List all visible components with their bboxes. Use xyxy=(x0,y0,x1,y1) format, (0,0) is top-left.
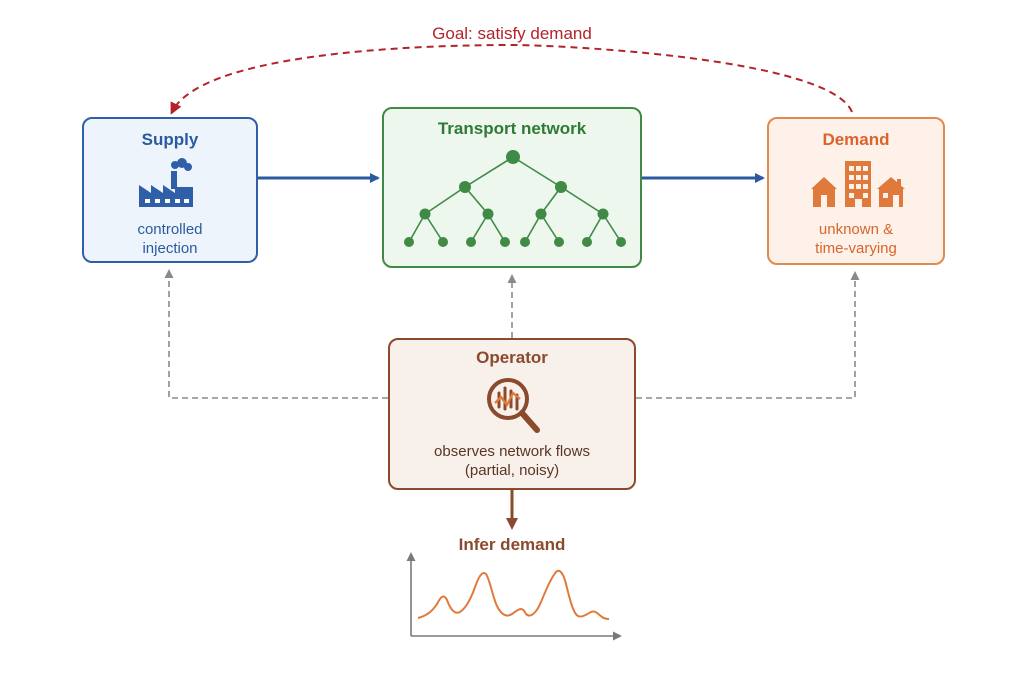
city-buildings-icon xyxy=(811,161,905,207)
demand-caption-line1: unknown & xyxy=(818,221,894,238)
infer-demand-title: Infer demand xyxy=(458,535,566,554)
supply-caption-line1: controlled xyxy=(137,221,203,238)
demand-box: Demand unknown & time-varying xyxy=(767,117,945,265)
demand-caption-line2: time-varying xyxy=(815,240,897,257)
operator-to-demand-arrow xyxy=(636,271,860,399)
operator-to-supply-arrow xyxy=(164,269,388,399)
magnifier-chart-icon xyxy=(487,378,540,433)
factory-icon xyxy=(139,158,193,207)
demand-signal-line xyxy=(417,569,610,620)
demand-title: Demand xyxy=(822,130,890,149)
operator-caption-line1: observes network flows xyxy=(434,443,590,460)
supply-caption: controlled injection xyxy=(84,220,256,258)
operator-box: Operator observes network flows (partial… xyxy=(388,338,636,490)
tree-network-icon xyxy=(404,150,626,247)
operator-caption-line2: (partial, noisy) xyxy=(464,462,560,479)
transport-network-box: Transport network xyxy=(382,107,642,268)
supply-box: Supply controlled injection xyxy=(82,117,258,263)
demand-signal-chart xyxy=(406,552,622,641)
goal-label: Goal: satisfy demand xyxy=(432,24,592,43)
operator-caption: observes network flows (partial, noisy) xyxy=(390,442,634,480)
demand-caption: unknown & time-varying xyxy=(769,220,943,258)
supply-title: Supply xyxy=(141,130,199,149)
supply-caption-line2: injection xyxy=(142,240,198,257)
operator-title: Operator xyxy=(476,348,548,367)
goal-feedback-arrow xyxy=(170,43,853,115)
transport-network-title: Transport network xyxy=(437,119,587,138)
